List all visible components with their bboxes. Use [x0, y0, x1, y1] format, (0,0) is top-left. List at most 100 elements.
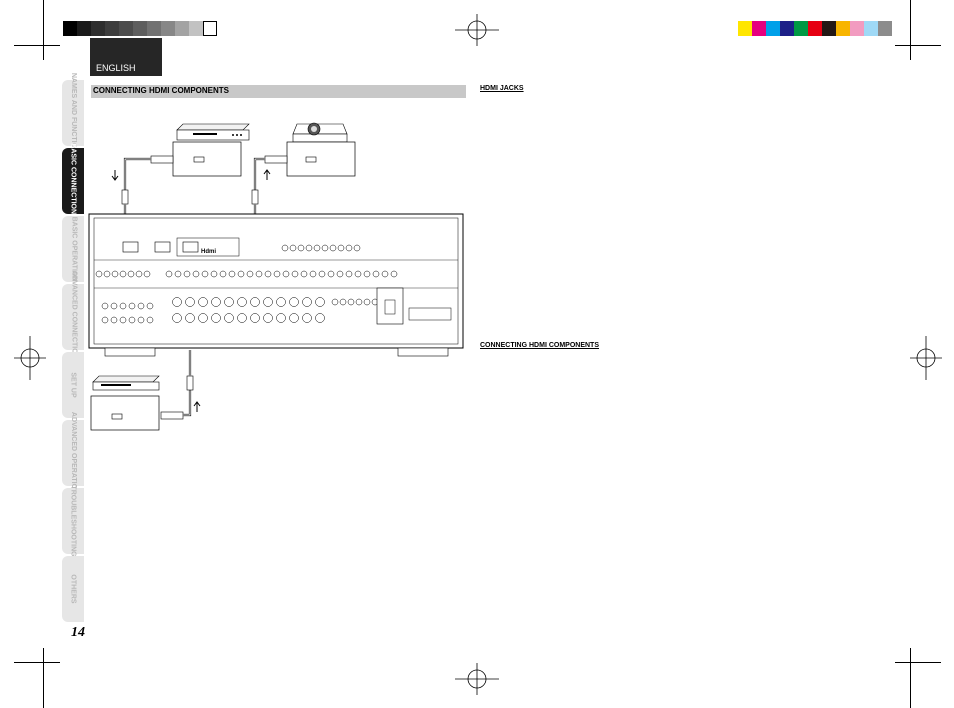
jack [318, 270, 326, 278]
jack [198, 297, 208, 307]
chapter-tab[interactable] [62, 556, 84, 622]
jack [127, 270, 135, 278]
chapter-tab-label: TROUBLESHOOTING [62, 485, 84, 556]
jack [329, 244, 337, 252]
jack [354, 270, 362, 278]
jack [224, 313, 234, 323]
chapter-tab-text: OTHERS [70, 574, 78, 604]
jack [183, 270, 191, 278]
jack [297, 244, 305, 252]
registration-mark [14, 336, 46, 380]
jack [315, 313, 325, 323]
jack [337, 244, 345, 252]
jack [282, 270, 290, 278]
gray-swatch [91, 21, 105, 36]
jack [331, 298, 339, 306]
jack [237, 297, 247, 307]
jack [302, 313, 312, 323]
jack [198, 313, 208, 323]
crop-mark [43, 0, 44, 60]
registration-mark [455, 663, 499, 695]
chapter-tab-label: OTHERS [62, 556, 84, 622]
jack [137, 316, 145, 324]
jack [185, 313, 195, 323]
chapter-tab[interactable] [62, 420, 84, 486]
jack [224, 297, 234, 307]
jack [390, 270, 398, 278]
video-component-illustration [90, 375, 160, 431]
chapter-tab-label: SET UP [62, 352, 84, 418]
jack [263, 297, 273, 307]
crop-mark [910, 648, 911, 708]
color-swatch [752, 21, 766, 36]
jack [119, 270, 127, 278]
jack [347, 298, 355, 306]
registration-mark [455, 14, 499, 46]
chapter-tab[interactable] [62, 80, 84, 146]
jack [250, 313, 260, 323]
jack [305, 244, 313, 252]
jack [128, 302, 136, 310]
jack [246, 270, 254, 278]
jack [345, 244, 353, 252]
color-swatch [864, 21, 878, 36]
jack [201, 270, 209, 278]
chapter-tab[interactable] [62, 488, 84, 554]
language-tab: ENGLISH [90, 38, 162, 76]
gray-swatch [119, 21, 133, 36]
color-swatch [836, 21, 850, 36]
jack [101, 302, 109, 310]
chapter-tab-label: ADVANCED CONNECTIONS [62, 271, 84, 364]
chapter-tab[interactable] [62, 148, 84, 214]
connecting-hdmi-heading: CONNECTING HDMI COMPONENTS [480, 342, 599, 349]
jack [211, 313, 221, 323]
jack [210, 270, 218, 278]
crop-mark [895, 662, 941, 663]
chapter-tab[interactable] [62, 284, 84, 350]
jack [300, 270, 308, 278]
chapter-tab[interactable] [62, 216, 84, 282]
jack [336, 270, 344, 278]
crop-mark [43, 648, 44, 708]
gray-swatch [133, 21, 147, 36]
jack [302, 297, 312, 307]
jack [95, 270, 103, 278]
chapter-tab-text: NAMES AND FUNCTION [70, 72, 77, 154]
jack [103, 270, 111, 278]
chapter-tab[interactable] [62, 352, 84, 418]
jack [146, 316, 154, 324]
color-swatch [766, 21, 780, 36]
color-swatch [850, 21, 864, 36]
chapter-tab-text: SET UP [70, 372, 78, 398]
jack [263, 313, 273, 323]
jack [291, 270, 299, 278]
jack [255, 270, 263, 278]
jack [313, 244, 321, 252]
jack [172, 297, 182, 307]
hdmi-jacks-heading: HDMI JACKS [480, 85, 524, 92]
jack [355, 298, 363, 306]
jack [276, 297, 286, 307]
color-swatch [878, 21, 892, 36]
jack [128, 316, 136, 324]
color-swatch [780, 21, 794, 36]
jack [119, 316, 127, 324]
jack [219, 270, 227, 278]
crop-mark [895, 45, 941, 46]
page-number: 14 [71, 625, 85, 640]
jack [228, 270, 236, 278]
crop-mark [910, 0, 911, 60]
jack [289, 297, 299, 307]
chapter-tab-text: ADVANCED OPERATION [70, 411, 78, 495]
hdmi-connection-diagram: Hdmi [88, 122, 464, 431]
jack [174, 270, 182, 278]
jack [327, 270, 335, 278]
gray-swatch [77, 21, 91, 36]
jack [110, 302, 118, 310]
gray-swatch [161, 21, 175, 36]
section-title-bar: CONNECTING HDMI COMPONENTS [91, 85, 466, 98]
receiver-rear-panel: Hdmi [88, 213, 464, 357]
jack [321, 244, 329, 252]
color-swatch [808, 21, 822, 36]
jack [211, 297, 221, 307]
